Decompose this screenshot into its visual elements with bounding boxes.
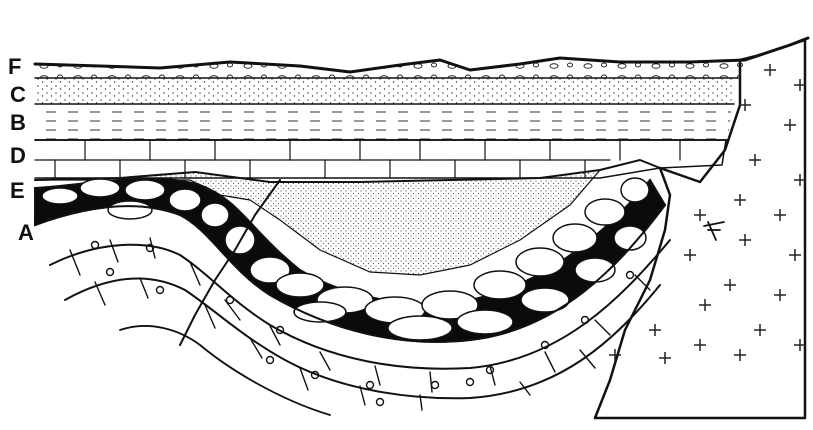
label-f: F <box>8 54 21 79</box>
granite-cross <box>694 209 706 221</box>
granite-cross <box>774 289 786 301</box>
cobble <box>388 316 452 340</box>
fossil-mark <box>377 399 384 406</box>
cobble <box>457 310 513 334</box>
cobble <box>125 180 165 200</box>
granite-cross <box>699 299 711 311</box>
cobble <box>276 273 324 297</box>
cobble <box>80 179 120 197</box>
intrusion-label-f <box>704 222 724 240</box>
fossil-mark <box>467 379 474 386</box>
cobble <box>201 203 229 227</box>
granite-cross <box>694 339 706 351</box>
cobble <box>169 189 201 211</box>
bed-d-limestone <box>35 140 726 178</box>
fossil-mark <box>157 287 164 294</box>
cobble <box>42 188 78 204</box>
bed-b-shale <box>35 104 732 140</box>
granite-cross <box>764 64 776 76</box>
fossil-mark <box>92 242 99 249</box>
granite-cross <box>684 249 696 261</box>
granite-cross <box>739 234 751 246</box>
granite-cross <box>734 194 746 206</box>
fossil-mark <box>432 382 439 389</box>
fossil-mark <box>227 297 234 304</box>
cobble <box>521 288 569 312</box>
label-d: D <box>10 143 26 168</box>
cobble <box>516 248 564 276</box>
granite-cross <box>734 349 746 361</box>
granite-cross <box>749 154 761 166</box>
fossil-mark <box>627 272 634 279</box>
label-c: C <box>10 82 26 107</box>
cobble <box>553 224 597 252</box>
granite-cross <box>774 209 786 221</box>
granite-cross <box>649 324 661 336</box>
cobble <box>474 271 526 299</box>
label-b: B <box>10 110 26 135</box>
granite-cross <box>754 324 766 336</box>
label-a: A <box>18 220 34 245</box>
granite-cross <box>789 249 801 261</box>
granite-cross <box>724 279 736 291</box>
cobble <box>585 199 625 225</box>
bed-c-sandstone <box>35 78 735 104</box>
cobble <box>108 201 152 219</box>
fossil-mark <box>367 382 374 389</box>
layer-labels: F C B D E A <box>8 54 34 245</box>
fossil-mark <box>267 357 274 364</box>
label-e: E <box>10 178 25 203</box>
cobble <box>621 178 649 202</box>
granite-cross <box>659 352 671 364</box>
granite-cross <box>784 119 796 131</box>
fossil-mark <box>107 269 114 276</box>
